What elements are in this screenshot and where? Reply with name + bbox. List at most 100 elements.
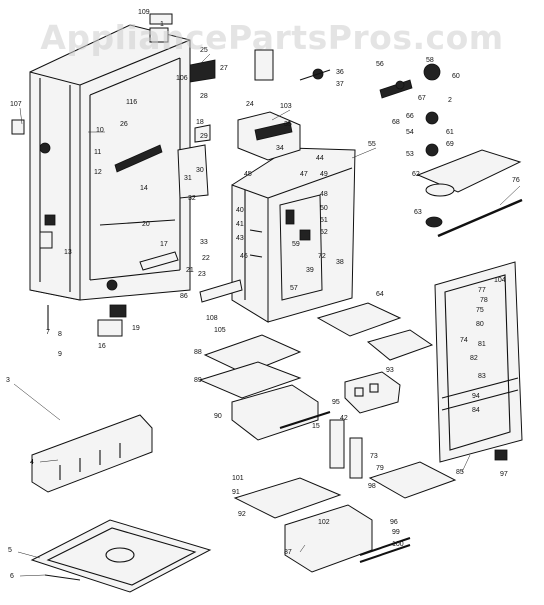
callout-108: 108	[206, 315, 218, 322]
callout-24: 24	[246, 101, 254, 108]
callout-53: 53	[406, 151, 414, 158]
callout-63: 63	[414, 209, 422, 216]
callout-28: 28	[200, 93, 208, 100]
callout-67: 67	[418, 95, 426, 102]
callout-30: 30	[196, 167, 204, 174]
callout-100: 100	[392, 541, 404, 548]
callout-81: 81	[478, 341, 486, 348]
callout-88: 88	[194, 349, 202, 356]
callout-89: 89	[194, 377, 202, 384]
callout-3: 3	[6, 377, 10, 384]
meat-pan	[198, 334, 331, 441]
callout-77: 77	[478, 287, 486, 294]
callout-98: 98	[368, 483, 376, 490]
callout-7: 7	[46, 329, 50, 336]
callout-105: 105	[214, 327, 226, 334]
callout-49: 49	[320, 171, 328, 178]
callout-5: 5	[8, 547, 12, 554]
callout-87: 87	[284, 549, 292, 556]
callout-109: 109	[138, 9, 150, 16]
callout-8: 8	[58, 331, 62, 338]
callout-31: 31	[184, 175, 192, 182]
callout-84: 84	[472, 407, 480, 414]
callout-38: 38	[336, 259, 344, 266]
callout-102: 102	[318, 519, 330, 526]
callout-64: 64	[376, 291, 384, 298]
callout-18: 18	[196, 119, 204, 126]
leader-lines	[13, 53, 521, 577]
callout-72: 72	[318, 253, 326, 260]
evaporator-cover	[237, 111, 301, 161]
callout-labels: 109 1 107 10 11 12 14 116 25 27 106 28 1…	[6, 9, 520, 580]
callout-94: 94	[472, 393, 480, 400]
callout-23: 23	[198, 271, 206, 278]
callout-78: 78	[480, 297, 488, 304]
callout-10: 10	[96, 127, 104, 134]
callout-43: 43	[236, 235, 244, 242]
callout-2: 2	[448, 97, 452, 104]
callout-55: 55	[368, 141, 376, 148]
callout-97: 97	[500, 471, 508, 478]
callout-27: 27	[220, 65, 228, 72]
callout-35: 35	[284, 121, 292, 128]
callout-83: 83	[478, 373, 486, 380]
callout-41: 41	[236, 221, 244, 228]
callout-58: 58	[426, 57, 434, 64]
callout-50: 50	[320, 205, 328, 212]
refrigerator-door	[434, 261, 523, 463]
callout-36: 36	[336, 69, 344, 76]
callout-95: 95	[332, 399, 340, 406]
callout-29: 29	[200, 133, 208, 140]
callout-101: 101	[232, 475, 244, 482]
motor-assembly	[299, 63, 441, 157]
callout-20: 20	[142, 221, 150, 228]
callout-52: 52	[320, 229, 328, 236]
cabinet-shell	[29, 24, 191, 301]
callout-61: 61	[446, 129, 454, 136]
callout-73: 73	[370, 453, 378, 460]
base-rails	[139, 251, 243, 303]
callout-6: 6	[10, 573, 14, 580]
callout-11: 11	[94, 149, 101, 156]
callout-116: 116	[126, 99, 137, 106]
callout-37: 37	[336, 81, 344, 88]
callout-48: 48	[320, 191, 328, 198]
shelf-supports	[329, 419, 363, 479]
callout-4: 4	[30, 459, 34, 466]
callout-59: 59	[292, 241, 300, 248]
callout-34: 34	[276, 145, 284, 152]
callout-90: 90	[214, 413, 222, 420]
callout-56: 56	[376, 61, 384, 68]
callout-13: 13	[64, 249, 72, 256]
callout-33: 33	[200, 239, 208, 246]
callout-26: 26	[120, 121, 128, 128]
drain-pan	[30, 519, 212, 593]
top-hinge	[149, 13, 274, 199]
compressor-relay	[47, 279, 127, 337]
callout-74: 74	[460, 337, 468, 344]
callout-15: 15	[312, 423, 320, 430]
callout-9: 9	[58, 351, 62, 358]
freezer-liner	[231, 147, 356, 323]
callout-21: 21	[186, 267, 194, 274]
callout-17: 17	[160, 241, 168, 248]
callout-39: 39	[306, 267, 314, 274]
callout-12: 12	[94, 169, 102, 176]
callout-42: 42	[340, 415, 348, 422]
callout-104: 104	[494, 277, 506, 284]
callout-107: 107	[10, 101, 22, 108]
callout-79: 79	[376, 465, 384, 472]
callout-22: 22	[202, 255, 210, 262]
callout-96: 96	[390, 519, 398, 526]
callout-40: 40	[236, 207, 244, 214]
callout-92: 92	[238, 511, 246, 518]
callout-76: 76	[512, 177, 520, 184]
callout-45: 45	[244, 171, 252, 178]
callout-91: 91	[232, 489, 240, 496]
callout-75: 75	[476, 307, 484, 314]
callout-93: 93	[386, 367, 394, 374]
callout-25: 25	[200, 47, 208, 54]
callout-32: 32	[188, 195, 196, 202]
callout-51: 51	[320, 217, 328, 224]
